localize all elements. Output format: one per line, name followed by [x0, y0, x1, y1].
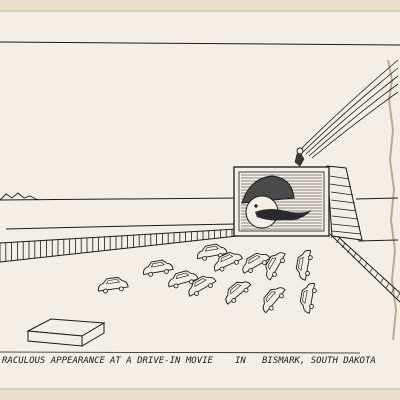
screen-inner: [238, 171, 325, 232]
car: [242, 252, 271, 274]
caption-part-4: BISMARK, SOUTH DAKOTA: [262, 356, 376, 366]
car: [97, 276, 129, 294]
screen-face-image: [241, 174, 322, 230]
car: [295, 249, 313, 281]
caption-part-1: RACULOUS APPEARANCE: [2, 356, 105, 366]
fence-post: [358, 257, 362, 264]
face-hat: [241, 175, 295, 204]
figure-body: [294, 153, 305, 167]
foreground-box: [26, 318, 106, 347]
face-mustache: [255, 209, 312, 221]
field-line: [5, 223, 237, 230]
box-side: [81, 322, 105, 347]
fence-right-rail-1: [329, 233, 400, 303]
fence-post: [347, 247, 351, 254]
distant-mountains: [0, 192, 39, 201]
screen-side-hatching: [329, 175, 362, 235]
fence-post: [341, 242, 346, 249]
caption: RACULOUS APPEARANCE AT A DRIVE-IN MOVIE …: [0, 356, 400, 374]
fence-top-rail: [0, 228, 238, 244]
car: [188, 275, 217, 297]
parked-cars: [97, 243, 317, 314]
figure-head: [296, 147, 304, 155]
top-border-line: [0, 41, 400, 46]
fence-post: [374, 272, 379, 279]
car: [213, 251, 244, 272]
fence-post: [385, 282, 390, 289]
fence-post: [336, 237, 340, 244]
car: [299, 282, 317, 314]
fence-post: [363, 262, 368, 269]
caption-part-3: IN: [235, 356, 246, 366]
sky-streaks: [299, 59, 399, 159]
fence-post: [380, 277, 384, 284]
car: [225, 281, 252, 305]
fence-post: [391, 287, 395, 294]
face-eye: [254, 204, 258, 208]
caption-rule: [0, 351, 361, 354]
drive-in-screen: [233, 165, 363, 241]
car: [142, 259, 174, 277]
horizon-line: [0, 197, 399, 201]
car: [262, 287, 286, 314]
fence-tail: [357, 239, 399, 242]
fence-post: [369, 267, 373, 274]
fence-post: [352, 252, 357, 259]
caption-part-2: AT A DRIVE-IN MOVIE: [110, 356, 213, 366]
car: [265, 252, 286, 281]
fence: [0, 228, 238, 263]
falling-figure: [294, 59, 399, 167]
